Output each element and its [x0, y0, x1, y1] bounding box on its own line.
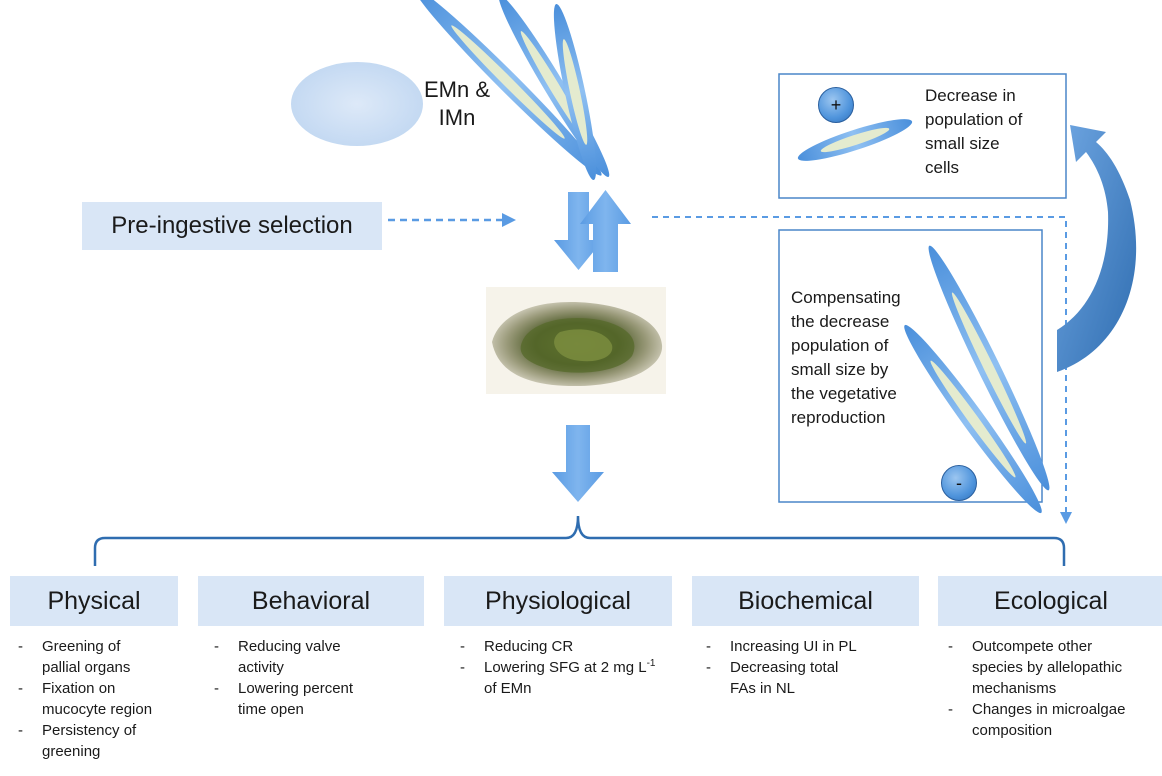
list-item: Reducing CR — [460, 636, 680, 657]
dashed-feedback-line — [652, 216, 1072, 524]
mid-right-line: reproduction — [791, 408, 886, 427]
top-right-line: cells — [925, 158, 960, 177]
category-physiological: Physiological — [444, 576, 672, 626]
list-item: Increasing UI in PL — [706, 636, 916, 657]
pre-ingestive-label: Pre-ingestive selection — [111, 212, 353, 239]
top-right-line: small size — [925, 134, 1000, 153]
small-cell-icon — [797, 119, 913, 161]
mid-right-box-frame — [778, 229, 1043, 503]
emn-label-line2: IMn — [438, 105, 476, 130]
effects-down-arrow — [552, 425, 604, 502]
plus-sign-icon: + — [818, 87, 854, 123]
ingestion-down-arrow — [554, 192, 603, 270]
top-right-line: population of — [925, 110, 1023, 129]
category-bracket — [93, 515, 1066, 566]
biochemical-effects-list: Increasing UI in PL Decreasing totalFAs … — [706, 636, 916, 699]
curved-feedback-arrow — [1057, 125, 1137, 372]
category-title: Physical — [47, 586, 141, 615]
minus-sign-icon: - — [941, 465, 977, 501]
emn-imn-ellipse — [291, 62, 423, 146]
top-right-line: Decrease in — [925, 86, 1016, 105]
category-ecological: Ecological — [938, 576, 1162, 626]
physiological-effects-list: Reducing CR Lowering SFG at 2 mg L-1of E… — [460, 636, 680, 699]
category-title: Behavioral — [251, 586, 371, 615]
diatom-cells-top — [414, 0, 610, 181]
mid-right-line: Compensating — [791, 288, 901, 307]
category-biochemical: Biochemical — [692, 576, 919, 626]
plus-sign-label: + — [830, 94, 842, 115]
large-cells-icon — [904, 245, 1050, 514]
mid-right-line: population of — [791, 336, 889, 355]
mid-right-box-text: Compensating the decrease population of … — [791, 286, 901, 430]
rejection-up-arrow — [580, 190, 631, 272]
pre-ingestive-arrow — [388, 213, 516, 227]
list-item: Lowering SFG at 2 mg L-1of EMn — [460, 657, 680, 699]
category-physical: Physical — [10, 576, 178, 626]
unit-superscript: -1 — [646, 658, 656, 669]
oyster-image — [486, 287, 666, 394]
pre-ingestive-selection-box: Pre-ingestive selection — [82, 202, 382, 250]
top-right-box-frame — [778, 73, 1067, 199]
category-title: Ecological — [994, 586, 1108, 615]
minus-sign-label: - — [956, 472, 962, 493]
mid-right-line: the vegetative — [791, 384, 897, 403]
mid-right-line: small size by — [791, 360, 889, 379]
category-title: Biochemical — [738, 586, 873, 615]
category-behavioral: Behavioral — [198, 576, 424, 626]
mid-right-line: the decrease — [791, 312, 890, 331]
category-title: Physiological — [485, 586, 631, 615]
top-right-box-text: Decrease in population of small size cel… — [925, 84, 1022, 180]
emn-label-line1: EMn & — [423, 77, 491, 102]
